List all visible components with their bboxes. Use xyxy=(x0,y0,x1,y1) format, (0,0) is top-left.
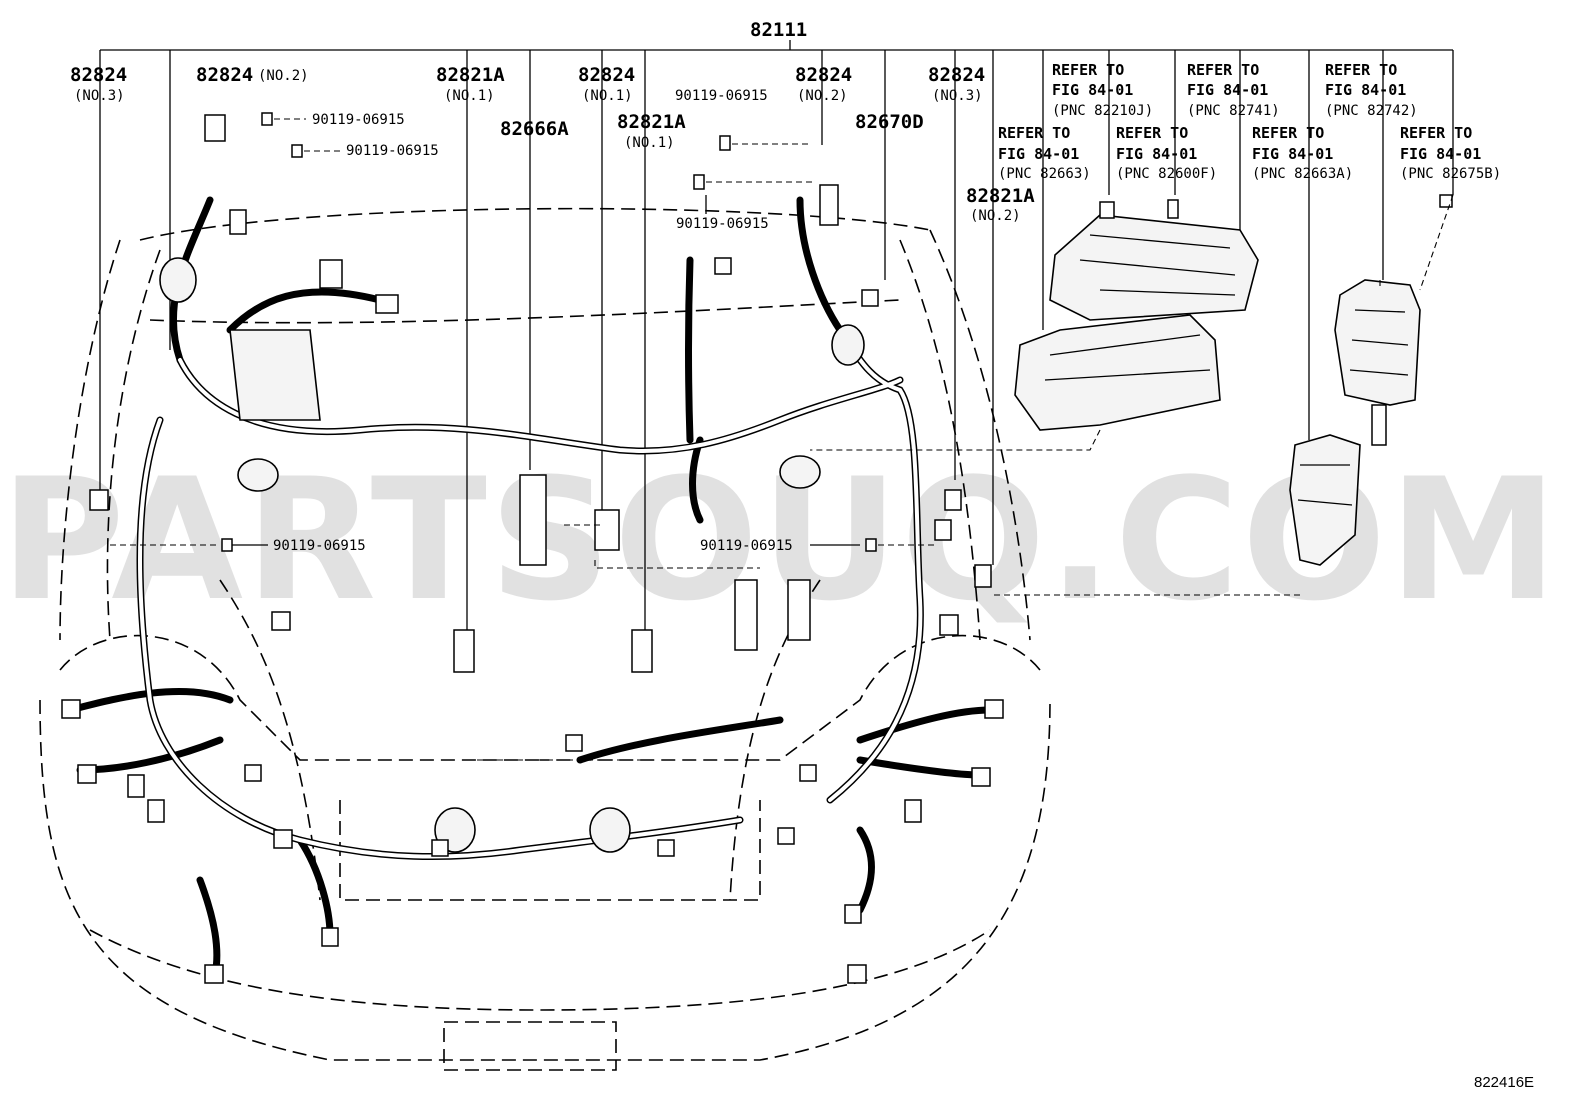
svg-text:82821A: 82821A xyxy=(966,185,1035,207)
svg-text:FIG 84-01: FIG 84-01 xyxy=(1325,81,1406,99)
refer-82663: REFER TO FIG 84-01 (PNC 82663) xyxy=(998,124,1091,182)
svg-text:90119-06915: 90119-06915 xyxy=(312,112,405,128)
part-label-82824-no2-left: 82824 (NO.2) xyxy=(196,64,309,86)
svg-text:FIG 84-01: FIG 84-01 xyxy=(1052,81,1133,99)
part-label-82824-no1: 82824 (NO.1) xyxy=(578,64,635,104)
part-label-82824-no3-left: 82824 (NO.3) xyxy=(70,64,127,104)
part-label-82821A-no1-center: 82821A (NO.1) xyxy=(617,111,686,151)
svg-text:FIG 84-01: FIG 84-01 xyxy=(1116,145,1197,163)
part-82600F-small xyxy=(1167,199,1179,219)
vehicle-body-outline xyxy=(39,207,1051,1071)
refer-82600F: REFER TO FIG 84-01 (PNC 82600F) xyxy=(1116,124,1217,182)
part-82675B-small xyxy=(1439,194,1453,208)
grommet-left xyxy=(159,257,197,303)
bolt-label-2: 90119-06915 xyxy=(304,143,439,159)
svg-text:(PNC 82600F): (PNC 82600F) xyxy=(1116,166,1217,182)
svg-text:90119-06915: 90119-06915 xyxy=(273,538,366,554)
svg-text:90119-06915: 90119-06915 xyxy=(700,538,793,554)
svg-text:82666A: 82666A xyxy=(500,118,569,140)
relay-block-82663A xyxy=(1289,434,1361,566)
svg-text:(PNC 82663A): (PNC 82663A) xyxy=(1252,166,1353,182)
part-label-82824-no2-center: 82824 (NO.2) xyxy=(795,64,852,104)
svg-text:(PNC 82741): (PNC 82741) xyxy=(1187,103,1280,119)
svg-text:82824: 82824 xyxy=(70,64,127,86)
svg-text:REFER TO: REFER TO xyxy=(1400,124,1472,142)
svg-text:90119-06915: 90119-06915 xyxy=(676,216,769,232)
svg-text:(NO.2): (NO.2) xyxy=(970,208,1021,224)
strut-mount-left xyxy=(237,458,279,492)
svg-text:(NO.1): (NO.1) xyxy=(444,88,495,104)
svg-text:(PNC 82675B): (PNC 82675B) xyxy=(1400,166,1501,182)
svg-text:(NO.3): (NO.3) xyxy=(932,88,983,104)
svg-text:FIG 84-01: FIG 84-01 xyxy=(1252,145,1333,163)
svg-text:82824: 82824 xyxy=(795,64,852,86)
part-label-82670D: 82670D xyxy=(855,111,924,133)
bolt-label-5: 90119-06915 xyxy=(232,538,366,554)
svg-text:(NO.1): (NO.1) xyxy=(582,88,633,104)
reservoir-tank xyxy=(229,329,321,421)
svg-text:FIG 84-01: FIG 84-01 xyxy=(998,145,1079,163)
svg-text:82824: 82824 xyxy=(928,64,985,86)
junction-block-upper xyxy=(1049,214,1259,321)
leader-lines xyxy=(467,194,1454,761)
junction-block-lower xyxy=(1014,314,1221,431)
svg-text:FIG 84-01: FIG 84-01 xyxy=(1400,145,1481,163)
svg-text:82824: 82824 xyxy=(578,64,635,86)
refer-82663A: REFER TO FIG 84-01 (PNC 82663A) xyxy=(1252,124,1353,182)
refer-82210J: REFER TO FIG 84-01 (PNC 82210J) xyxy=(1052,61,1153,119)
main-part-bracket xyxy=(99,40,1454,630)
svg-text:(NO.2): (NO.2) xyxy=(258,68,309,84)
svg-text:(NO.1): (NO.1) xyxy=(624,135,675,151)
svg-text:(PNC 82210J): (PNC 82210J) xyxy=(1052,103,1153,119)
svg-text:(NO.2): (NO.2) xyxy=(797,88,848,104)
svg-text:FIG 84-01: FIG 84-01 xyxy=(1187,81,1268,99)
part-label-82666A: 82666A xyxy=(500,118,569,140)
refer-82741: REFER TO FIG 84-01 (PNC 82741) xyxy=(1187,61,1280,119)
part-label-82821A-no1-left: 82821A (NO.1) xyxy=(436,64,505,104)
svg-text:REFER TO: REFER TO xyxy=(1325,61,1397,79)
svg-text:82821A: 82821A xyxy=(617,111,686,133)
connectors xyxy=(61,114,1004,984)
svg-text:REFER TO: REFER TO xyxy=(998,124,1070,142)
bolt-label-6: 90119-06915 xyxy=(700,538,860,554)
bolt-label-1: 90119-06915 xyxy=(274,112,405,128)
part-label-82824-no3-right: 82824 (NO.3) xyxy=(928,64,985,104)
bolt-label-3: 90119-06915 xyxy=(675,88,768,104)
refer-82675B: REFER TO FIG 84-01 (PNC 82675B) xyxy=(1400,124,1501,182)
svg-text:REFER TO: REFER TO xyxy=(1187,61,1259,79)
svg-text:(PNC 82663): (PNC 82663) xyxy=(998,166,1091,182)
headlamp-right xyxy=(589,807,631,853)
wire-harness xyxy=(66,196,994,979)
refer-82742: REFER TO FIG 84-01 (PNC 82742) xyxy=(1325,61,1418,119)
svg-text:REFER TO: REFER TO xyxy=(1116,124,1188,142)
svg-text:82824: 82824 xyxy=(196,64,253,86)
main-part-number: 82111 xyxy=(750,19,807,41)
figure-code: 822416E xyxy=(1474,1074,1534,1091)
svg-text:90119-06915: 90119-06915 xyxy=(675,88,768,104)
svg-text:82670D: 82670D xyxy=(855,111,924,133)
svg-text:90119-06915: 90119-06915 xyxy=(346,143,439,159)
bolts xyxy=(110,112,935,552)
svg-text:(PNC 82742): (PNC 82742) xyxy=(1325,103,1418,119)
svg-text:REFER TO: REFER TO xyxy=(1052,61,1124,79)
part-label-82821A-no2: 82821A (NO.2) xyxy=(966,185,1035,224)
part-82663-small xyxy=(1099,201,1115,219)
svg-text:(NO.3): (NO.3) xyxy=(74,88,125,104)
svg-text:REFER TO: REFER TO xyxy=(1252,124,1324,142)
strut-mount-right xyxy=(779,455,821,489)
relay-block-82742 xyxy=(1334,279,1421,446)
svg-text:82821A: 82821A xyxy=(436,64,505,86)
grommet-right xyxy=(831,324,865,366)
